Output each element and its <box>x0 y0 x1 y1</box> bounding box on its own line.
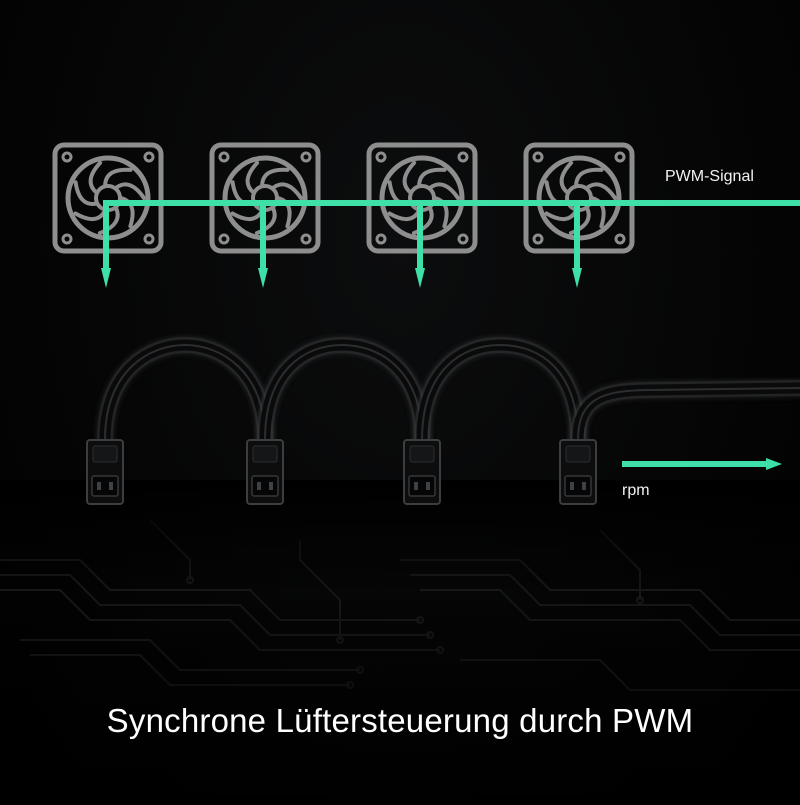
fan-connector-icon <box>86 439 124 505</box>
pwm-arrow-head <box>572 268 582 288</box>
rpm-signal-arrow <box>622 458 782 470</box>
cable-highlight <box>421 343 579 441</box>
fan-connector-icon <box>246 439 284 505</box>
fan-connector-icon <box>559 439 597 505</box>
fan-connector-icon <box>403 439 441 505</box>
pwm-bus-line <box>103 200 800 270</box>
splitter-cable <box>97 336 800 448</box>
connector-row <box>86 439 597 505</box>
rpm-label: rpm <box>622 482 650 499</box>
pwm-signal-label: PWM-Signal <box>665 168 754 185</box>
rpm-arrow-head <box>766 458 782 470</box>
caption: Synchrone Lüftersteuerung durch PWM <box>106 702 694 739</box>
cable-glow <box>257 336 430 448</box>
pwm-arrow-head <box>101 268 111 288</box>
background-fade <box>0 480 800 800</box>
cable-highlight <box>577 387 800 441</box>
pwm-arrow-head <box>258 268 268 288</box>
cable-glow <box>97 336 273 448</box>
cable-highlight <box>264 343 423 441</box>
pwm-arrow-head <box>415 268 425 288</box>
pwm-signal-lines <box>101 200 800 288</box>
cable-highlight <box>104 343 266 441</box>
fan-row <box>52 142 635 254</box>
